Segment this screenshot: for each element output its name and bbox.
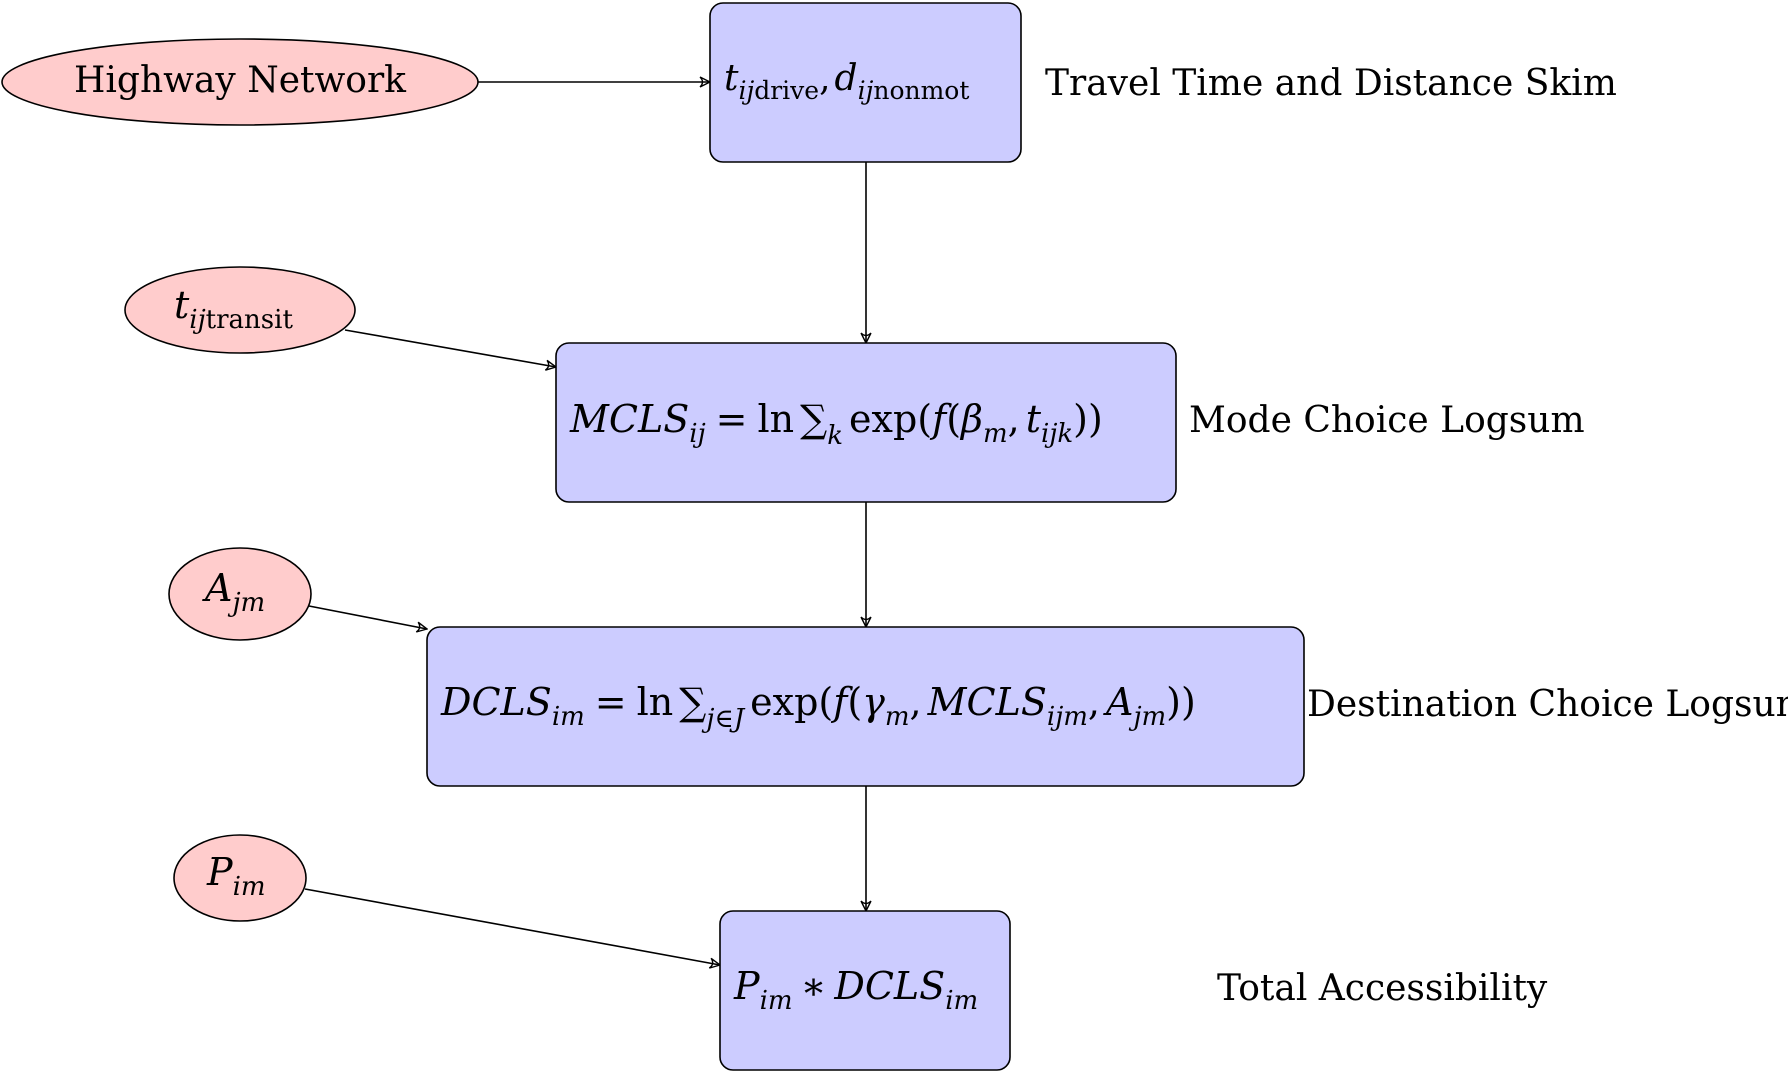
- t-transit-ellipse: [124, 266, 356, 354]
- p-im-node: Pim: [173, 834, 307, 922]
- total-step-label: Total Accessibility: [1217, 968, 1548, 1009]
- total-formula: Pim∗DCLSim: [733, 964, 978, 1016]
- total-box: Pim∗DCLSim: [719, 910, 1011, 1071]
- skim-formula: tijdrive,dijnonmot: [724, 58, 969, 105]
- a-jm-ellipse: [168, 547, 312, 641]
- skim-box-rect: [709, 2, 1022, 163]
- dcls-box-rect: [426, 626, 1305, 787]
- p-im-label: Pim: [206, 850, 266, 902]
- edge-transit-to-mcls: [344, 329, 556, 367]
- a-jm-node: Ajm: [168, 547, 312, 641]
- skim-step-label: Travel Time and Distance Skim: [1045, 63, 1617, 104]
- highway-network-node: Highway Network: [1, 38, 479, 126]
- t-transit-node: tijtransit: [124, 266, 356, 354]
- t-transit-label: tijtransit: [174, 283, 293, 335]
- total-box-rect: [719, 910, 1011, 1071]
- edge-pim-to-total: [304, 888, 720, 965]
- mcls-step-label: Mode Choice Logsum: [1189, 400, 1585, 441]
- highway-network-ellipse: [1, 38, 479, 126]
- dcls-step-label: Destination Choice Logsum: [1307, 684, 1788, 725]
- p-im-ellipse: [173, 834, 307, 922]
- a-jm-label: Ajm: [202, 566, 265, 618]
- edge-ajm-to-dcls: [308, 605, 427, 629]
- skim-box: tijdrive,dijnonmot: [709, 2, 1022, 163]
- highway-network-label: Highway Network: [74, 60, 407, 101]
- mcls-box-rect: [555, 342, 1177, 503]
